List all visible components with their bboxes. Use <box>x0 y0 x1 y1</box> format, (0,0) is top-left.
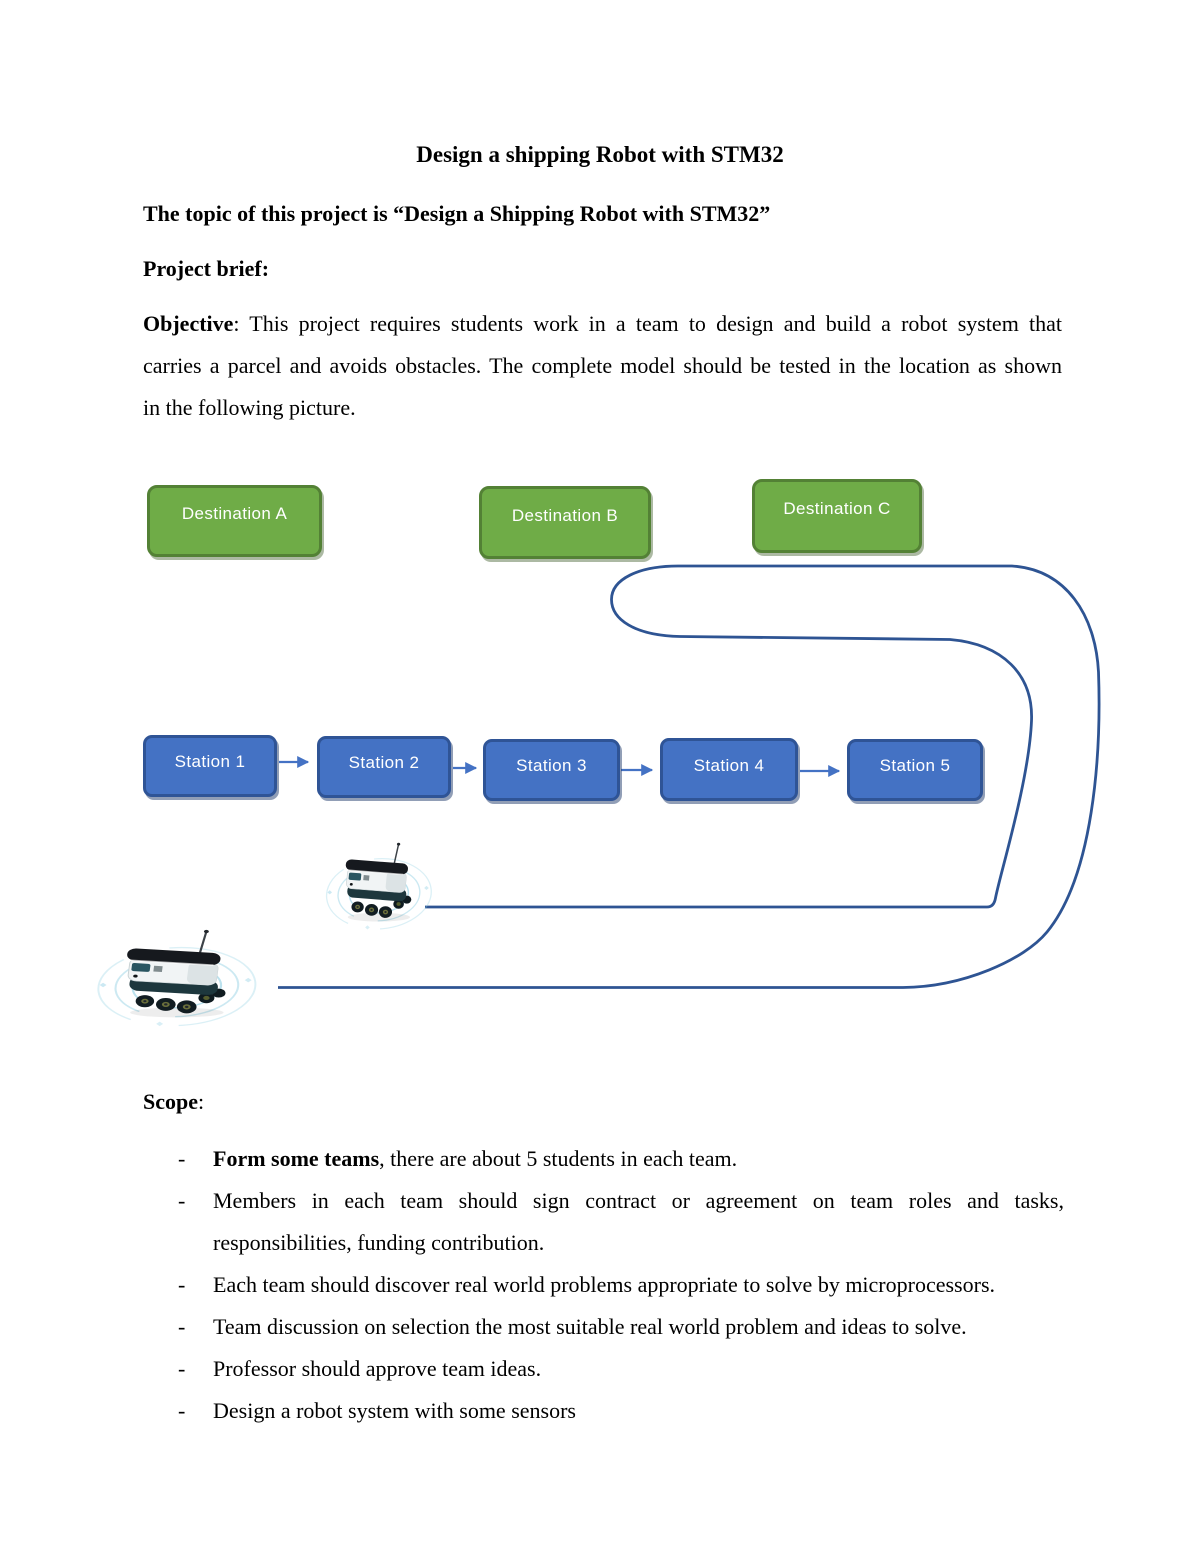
objective-line-2: carries a parcel and avoids obstacles. T… <box>143 353 1062 378</box>
objective-label: Objective <box>143 311 234 336</box>
station-4-label: Station 4 <box>693 755 765 775</box>
topic-line: The topic of this project is “Design a S… <box>143 201 771 226</box>
station-2-label: Station 2 <box>348 753 420 772</box>
bullet-marker: - <box>178 1398 186 1423</box>
station-1-label: Station 1 <box>174 752 246 771</box>
scope-bullet-list: - Form some teams, there are about 5 stu… <box>178 1138 1064 1432</box>
destination-a-box: Destination A <box>147 485 322 557</box>
objective-paragraph: Objective: This project requires student… <box>143 303 1062 429</box>
station-3-label: Station 3 <box>516 756 587 775</box>
station-arrows <box>279 756 841 777</box>
destination-b-box: Destination B <box>479 486 651 559</box>
scope-heading: Scope: <box>143 1089 205 1114</box>
destination-a-label: Destination A <box>181 504 288 523</box>
delivery-robot-lower <box>91 928 263 1032</box>
list-item: - Members in each team should sign contr… <box>178 1180 1064 1264</box>
route-path <box>278 564 1101 989</box>
project-brief-heading: Project brief: <box>143 256 270 281</box>
bullet-marker: - <box>178 1272 186 1297</box>
document-title: Design a shipping Robot with STM32 <box>416 142 784 167</box>
delivery-robot-upper <box>321 841 436 935</box>
objective-line-3: in the following picture. <box>143 395 356 420</box>
list-item: - Design a robot system with some sensor… <box>178 1390 1064 1432</box>
bullet-marker: - <box>178 1314 186 1339</box>
bullet-marker: - <box>178 1356 186 1381</box>
station-5-label: Station 5 <box>879 756 951 775</box>
station-3-box: Station 3 <box>483 739 620 801</box>
list-item: - Team discussion on selection the most … <box>178 1306 1064 1348</box>
station-5-box: Station 5 <box>847 739 983 801</box>
station-2-box: Station 2 <box>317 736 451 798</box>
route-and-robots-layer <box>91 564 1101 1032</box>
destination-c-box: Destination C <box>752 479 922 553</box>
destination-b-label: Destination B <box>511 505 619 525</box>
list-item: - Professor should approve team ideas. <box>178 1348 1064 1390</box>
station-4-box: Station 4 <box>660 738 798 801</box>
objective-line-1: Objective: This project requires student… <box>143 311 1062 336</box>
bullet-marker: - <box>178 1188 186 1213</box>
list-item: - Each team should discover real world p… <box>178 1264 1064 1306</box>
bullet-marker: - <box>178 1146 186 1171</box>
station-1-box: Station 1 <box>143 735 277 797</box>
location-diagram: Destination A Destination B Destination … <box>0 478 1200 1058</box>
destination-c-label: Destination C <box>783 499 891 518</box>
list-item: - Form some teams, there are about 5 stu… <box>178 1138 1064 1180</box>
